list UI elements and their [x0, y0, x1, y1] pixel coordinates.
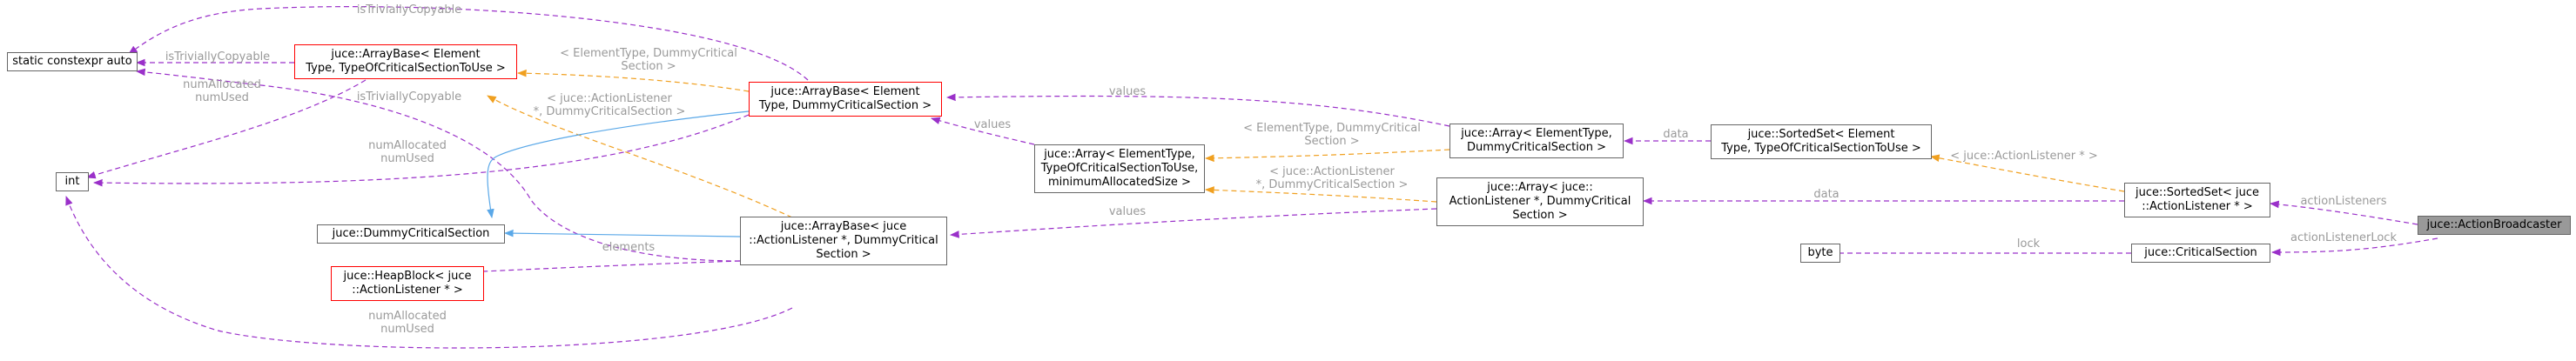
edge-template-arraybase-dummy-to-actionlistener: [487, 95, 793, 218]
edge-inherit-arraybase-dummy: [487, 110, 750, 219]
node-action-broadcaster[interactable]: juce::ActionBroadcaster: [2418, 216, 2571, 235]
label-lock: lock: [2016, 237, 2041, 251]
label-istriviallycopyable-top: isTriviallyCopyable: [356, 3, 462, 17]
label-numallocated-1: numAllocated numUsed: [183, 78, 261, 104]
node-array-actionlistener[interactable]: juce::Array< juce:: ActionListener *, Du…: [1436, 177, 1644, 226]
node-sortedset-actionlistener[interactable]: juce::SortedSet< juce ::ActionListener *…: [2124, 183, 2270, 217]
node-critical-section[interactable]: juce::CriticalSection: [2131, 244, 2270, 263]
node-array-elementtype-dummy[interactable]: juce::Array< ElementType, DummyCriticalS…: [1449, 124, 1624, 158]
label-data-1: data: [1663, 128, 1689, 141]
node-sortedset-elementtype[interactable]: juce::SortedSet< Element Type, TypeOfCri…: [1711, 124, 1932, 159]
label-istriviallycopyable-mid: isTriviallyCopyable: [356, 90, 462, 104]
edge-numallocated-1: [85, 79, 367, 179]
label-istriviallycopyable-left: isTriviallyCopyable: [165, 50, 271, 64]
edge-istriviallycopyable-mid: [135, 68, 741, 262]
node-arraybase-actionlistener[interactable]: juce::ArrayBase< juce ::ActionListener *…: [740, 217, 947, 265]
label-values-1: values: [1108, 85, 1147, 98]
label-elements: elements: [602, 241, 656, 254]
node-array-elementtype-min[interactable]: juce::Array< ElementType, TypeOfCritical…: [1034, 144, 1205, 193]
node-arraybase-elementtype[interactable]: juce::ArrayBase< Element Type, TypeOfCri…: [294, 44, 517, 79]
label-tpl-elementtype-dummy-1: < ElementType, DummyCritical Section >: [560, 47, 737, 73]
edge-istriviallycopyable-top: [128, 5, 809, 81]
edge-values-1: [945, 93, 1450, 127]
label-values-3: values: [1108, 205, 1147, 218]
label-tpl-actionlistener-dummy-1: < juce::ActionListener *, DummyCriticalS…: [533, 92, 686, 118]
edge-template-arraybase-elementtype: [516, 69, 750, 92]
edge-actionlisteners: [2269, 200, 2418, 225]
node-byte[interactable]: byte: [1800, 244, 1840, 263]
label-actionlisteners: actionListeners: [2300, 195, 2387, 208]
label-tpl-actionlistener-ptr: < juce::ActionListener * >: [1950, 150, 2098, 163]
label-actionlistenerlock: actionListenerLock: [2290, 231, 2397, 244]
label-numallocated-2: numAllocated numUsed: [368, 139, 447, 165]
edge-template-array-min-from-dummy: [1204, 149, 1450, 163]
edge-inherit-arraybase-actionlistener: [503, 229, 741, 237]
node-arraybase-dummy[interactable]: juce::ArrayBase< Element Type, DummyCrit…: [749, 82, 942, 117]
label-tpl-elementtype-dummy-2: < ElementType, DummyCritical Section >: [1243, 122, 1421, 148]
edge-template-sortedset: [1929, 154, 2125, 192]
node-static-constexpr-auto[interactable]: static constexpr auto: [7, 52, 138, 71]
edge-values-3: [949, 208, 1437, 238]
node-int[interactable]: int: [56, 172, 89, 191]
node-dummy-critical-section[interactable]: juce::DummyCriticalSection: [317, 224, 505, 244]
label-data-2: data: [1813, 188, 1840, 201]
edge-values-2: [930, 117, 1035, 145]
label-values-2: values: [973, 118, 1012, 131]
edge-template-array-min-from-actionlistener: [1204, 186, 1437, 203]
label-tpl-actionlistener-dummy-2: < juce::ActionListener *, DummyCriticalS…: [1255, 165, 1409, 191]
node-heapblock[interactable]: juce::HeapBlock< juce ::ActionListener *…: [331, 266, 484, 301]
label-numallocated-3: numAllocated numUsed: [368, 310, 447, 336]
